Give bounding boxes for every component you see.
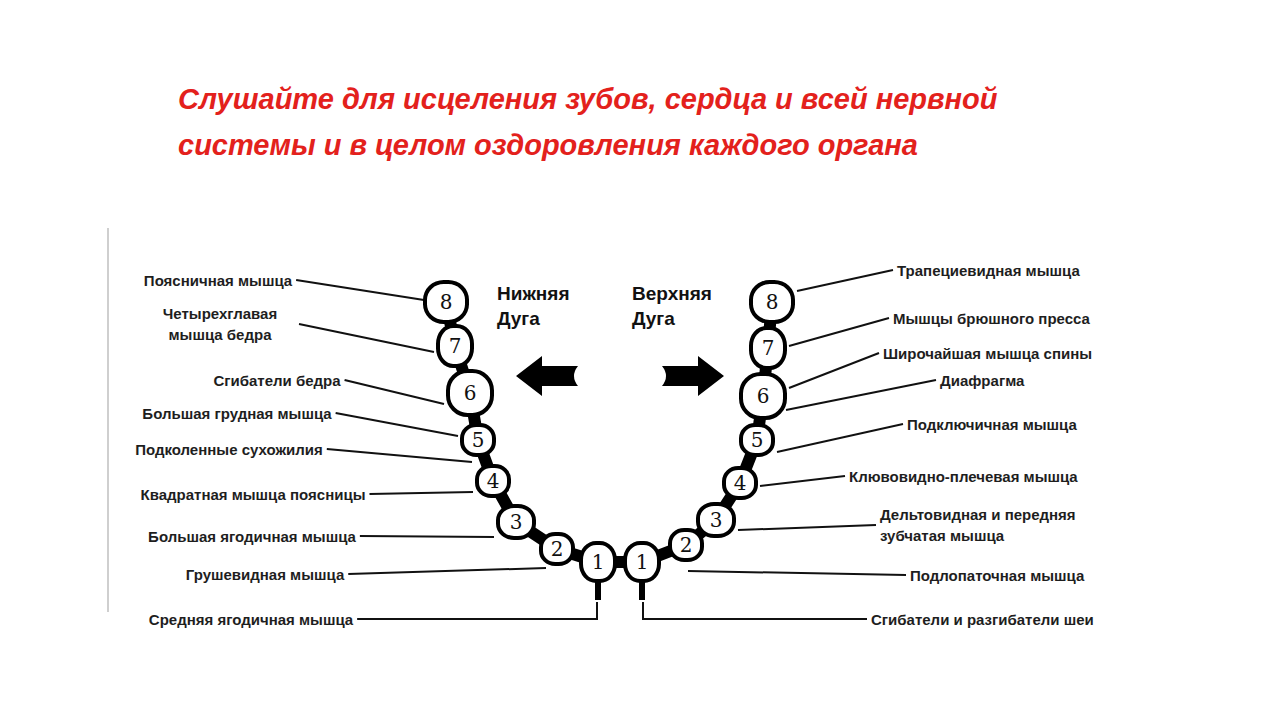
leader-line: [738, 525, 876, 530]
muscle-label: Широчайшая мышца спины: [883, 343, 1092, 364]
muscle-label: Сгибатели и разгибатели шеи: [871, 609, 1094, 630]
arrow-left: [516, 356, 578, 396]
muscle-label: Клювовидно-плечевая мышца: [849, 466, 1078, 487]
tooth-number: 2: [551, 539, 564, 559]
tooth-number: 7: [762, 338, 775, 358]
muscle-label: Большая ягодичная мышца: [148, 526, 356, 547]
tooth-number: 3: [710, 510, 723, 530]
image-border: [107, 228, 109, 612]
arch-label: Верхняя Дуга: [632, 282, 742, 331]
leader-line: [789, 353, 879, 388]
tooth: 6: [446, 369, 494, 417]
leader-line: [760, 476, 845, 486]
leader-line: [296, 280, 424, 300]
leader-line: [348, 568, 546, 574]
leader-line: [336, 413, 458, 436]
tooth: 7: [749, 326, 787, 370]
leader-line: [360, 536, 494, 537]
muscle-label: Дельтовидная и передняя зубчатая мышца: [880, 504, 1125, 546]
leader-line: [345, 380, 444, 404]
tooth-number: 3: [510, 512, 523, 532]
page-title: Слушайте для исцеления зубов, сердца и в…: [178, 76, 1143, 168]
muscle-label: Четырехглавая мышца бедра: [145, 303, 295, 345]
muscle-label: Грушевидная мышца: [186, 564, 345, 585]
tooth-number: 1: [636, 552, 649, 572]
muscle-label: Большая грудная мышца: [142, 403, 331, 424]
tooth: 5: [460, 423, 496, 457]
tooth: 7: [436, 324, 474, 368]
tooth: 1: [579, 541, 617, 583]
leader-line: [789, 318, 889, 346]
muscle-label: Мышцы брюшного пресса: [893, 308, 1090, 329]
muscle-label: Сгибатели бедра: [213, 370, 340, 391]
leader-line: [797, 270, 893, 291]
tooth-number: 5: [751, 430, 764, 450]
tooth-number: 4: [734, 473, 747, 493]
tooth: 5: [739, 423, 775, 457]
muscle-label: Подключичная мышца: [907, 414, 1077, 435]
tooth: 2: [668, 528, 704, 562]
muscle-label: Диафрагма: [940, 370, 1024, 391]
leader-line: [357, 602, 597, 619]
leader-line: [777, 424, 903, 452]
leader-line: [327, 449, 472, 462]
arrow-right: [662, 356, 724, 396]
muscle-label: Поясничная мышца: [144, 270, 292, 291]
tooth-number: 8: [766, 292, 779, 312]
leader-line: [299, 324, 434, 352]
tooth: 3: [696, 502, 736, 538]
tooth: 3: [496, 504, 536, 540]
muscle-label: Подлопаточная мышца: [910, 565, 1084, 586]
tooth-number: 6: [757, 386, 770, 406]
leader-line: [369, 492, 473, 494]
leader-line: [688, 571, 906, 575]
tooth-number: 7: [449, 336, 462, 356]
tooth-number: 8: [440, 292, 453, 312]
muscle-label: Средняя ягодичная мышца: [149, 609, 353, 630]
dental-arch: [446, 302, 772, 562]
tooth: 1: [623, 541, 661, 583]
tooth: 8: [423, 280, 469, 324]
tooth: 8: [749, 280, 795, 324]
leader-line: [786, 380, 936, 410]
tooth-number: 4: [487, 471, 500, 491]
tooth: 6: [739, 372, 787, 420]
tooth-number: 2: [680, 535, 693, 555]
tooth-number: 1: [592, 552, 605, 572]
tooth: 4: [475, 464, 511, 498]
tooth-number: 6: [464, 383, 477, 403]
muscle-label: Трапециевидная мышца: [897, 260, 1080, 281]
arch-label: Нижняя Дуга: [497, 282, 597, 331]
tooth-number: 5: [472, 430, 485, 450]
tooth: 4: [722, 466, 758, 500]
muscle-label: Квадратная мышца поясницы: [141, 484, 366, 505]
leader-line: [643, 602, 867, 619]
tooth: 2: [539, 532, 575, 566]
muscle-label: Подколенные сухожилия: [135, 439, 323, 460]
